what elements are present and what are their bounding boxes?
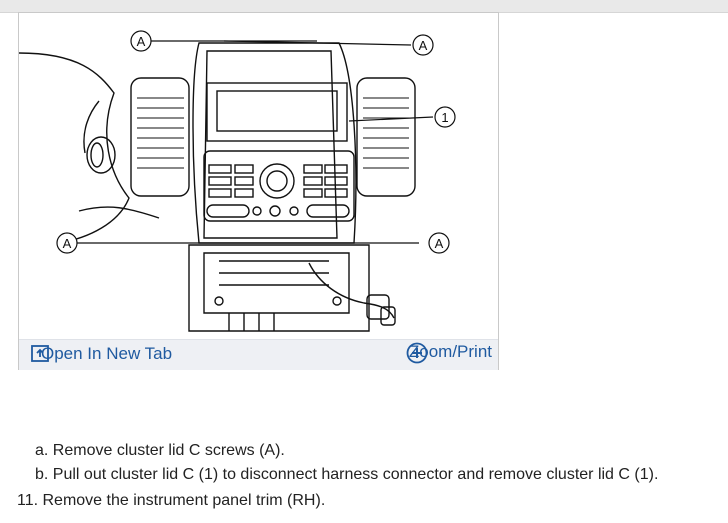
callout-1 <box>434 106 456 128</box>
zoom-print-label: Zoom/Print <box>408 342 492 361</box>
open-in-new-tab-icon <box>31 345 49 362</box>
callout-a-top-left-label: A <box>137 34 146 49</box>
zoom-plus-icon <box>406 342 428 364</box>
callout-1-label: 1 <box>441 110 448 125</box>
open-in-new-tab-link[interactable]: Open In New Tab <box>31 344 172 364</box>
zoom-print-link[interactable]: Zoom/Print <box>406 342 492 364</box>
step-b: b. Pull out cluster lid C (1) to disconn… <box>35 466 659 483</box>
callout-a-left <box>56 232 78 254</box>
callout-a-top-right <box>412 34 434 56</box>
callout-a-top-left <box>130 30 152 52</box>
figure-toolbar: Open In New Tab Zoom/Print <box>19 339 498 370</box>
center-console-diagram: A A A A 1 <box>19 30 456 332</box>
callout-a-left-label: A <box>63 236 72 251</box>
callout-a-right-label: A <box>435 236 444 251</box>
step-a: a. Remove cluster lid C screws (A). <box>35 442 285 459</box>
open-in-new-tab-label: Open In New Tab <box>41 344 173 363</box>
callout-a-right <box>428 232 450 254</box>
figure-panel: A A A A 1 Open In New Tab Zoom/Print <box>18 12 499 370</box>
callout-a-top-right-label: A <box>419 38 428 53</box>
step-11: 11. Remove the instrument panel trim (RH… <box>17 492 326 509</box>
